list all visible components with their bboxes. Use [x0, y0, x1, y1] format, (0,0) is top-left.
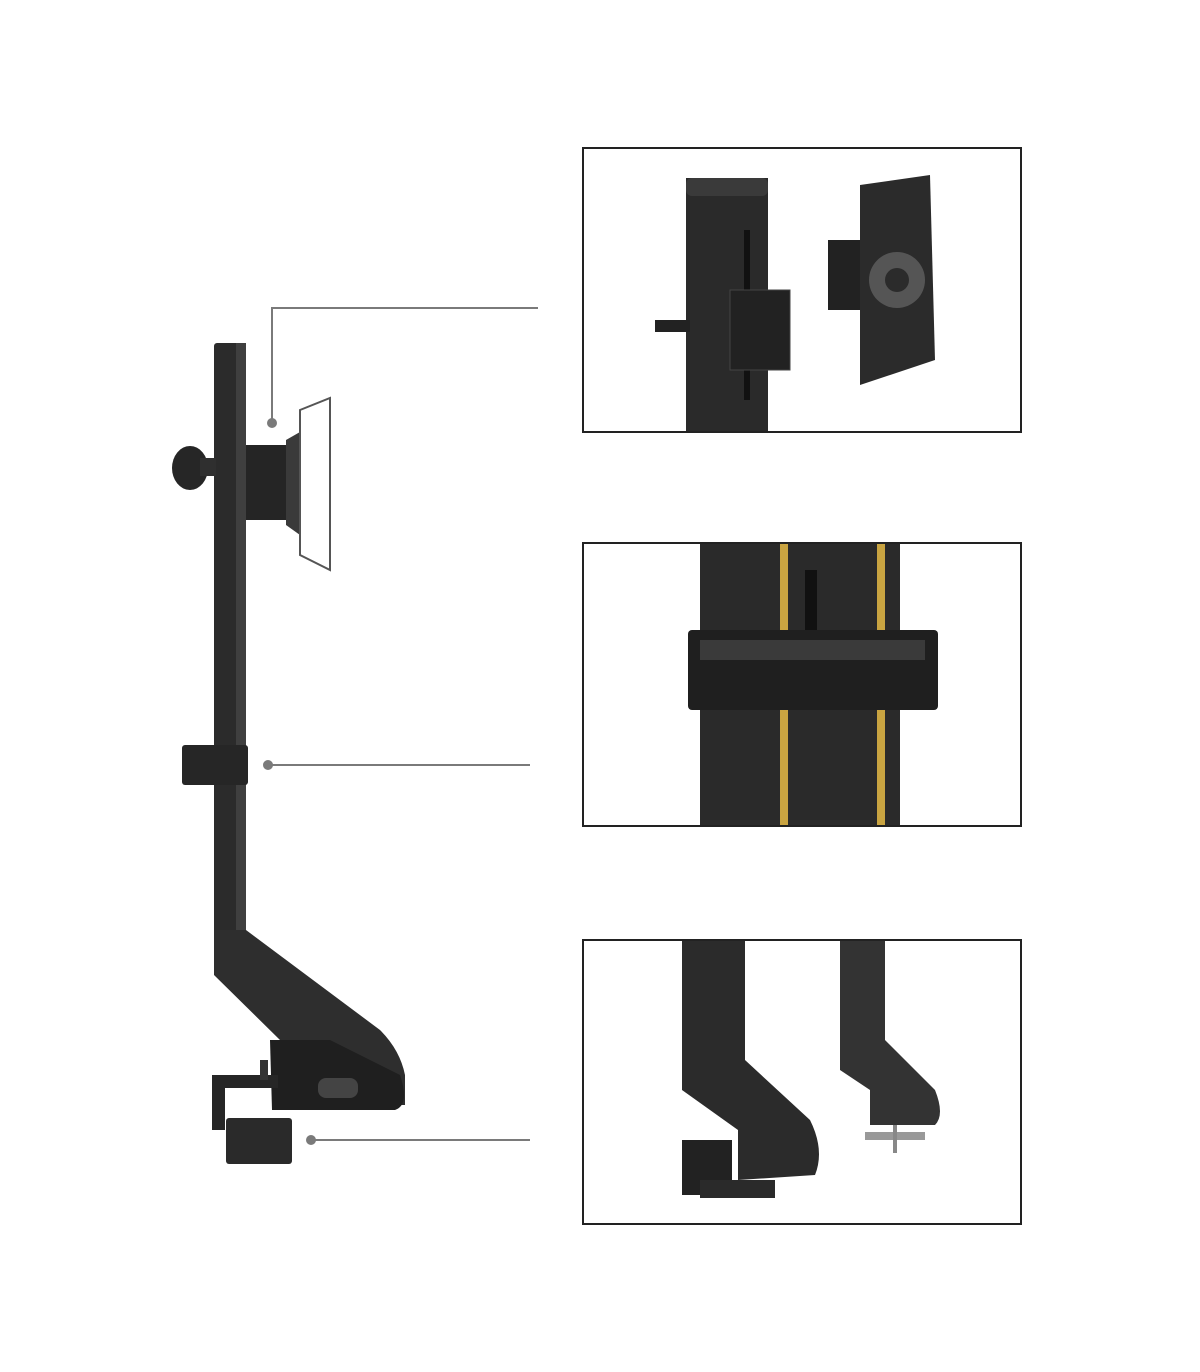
desk-clamp-detail — [582, 939, 1022, 1225]
callout-dot-clamp — [306, 1135, 316, 1145]
callout-dot-mount — [267, 418, 277, 428]
vesa-mount-detail — [582, 147, 1022, 433]
monitor-stand-illustration — [172, 343, 405, 1164]
callout-lines — [268, 307, 538, 1141]
cable-clip-detail — [582, 542, 1022, 827]
callout-dot-clip — [263, 760, 273, 770]
